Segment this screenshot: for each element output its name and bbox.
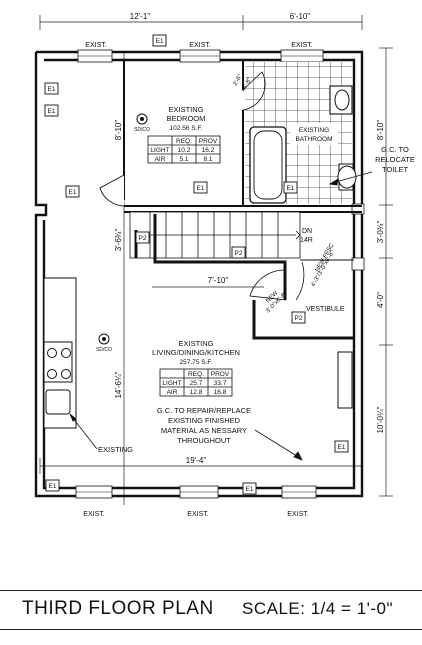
note-repair: EXISTING FINISHED: [168, 416, 241, 425]
smoke-detector-label: SD/CO: [134, 127, 150, 133]
note-repair: THROUGHOUT: [177, 436, 231, 445]
table-cell: LIGHT: [162, 380, 181, 387]
note-relocate-toilet: G.C. TO: [381, 145, 409, 154]
table-cell: AIR: [167, 389, 178, 396]
note-repair: MATERIAL AS NESSARY: [161, 426, 247, 435]
table-cell: 8.1: [203, 156, 212, 163]
smoke-detector-icon: [98, 333, 110, 345]
dim-right-top: 8'-10": [376, 120, 385, 141]
table-cell: LIGHT: [150, 147, 169, 154]
note-repair: G.C. TO REPAIR/REPLACE: [157, 406, 251, 415]
fpsc-door-swing: [295, 261, 305, 301]
kitchen-counter: [43, 277, 77, 429]
tag-e1: E1: [246, 486, 254, 493]
vestibule-walls: [252, 292, 354, 340]
floor-plan-drawing: 12'-1" 6'-10" 19'-4" 7'-10" 8'-10" 8'-10…: [34, 12, 415, 518]
window-label: EXIST.: [85, 42, 106, 49]
title-bar: THIRD FLOOR PLAN SCALE: 1/4 = 1'-0": [0, 590, 422, 630]
window-sashes: [76, 55, 323, 493]
table-header: PROV: [211, 371, 230, 378]
tag-e1: E1: [338, 444, 346, 451]
drawing-title: THIRD FLOOR PLAN: [22, 598, 214, 619]
tag-e1: E1: [48, 108, 56, 115]
note-relocate-toilet: TOILET: [382, 165, 409, 174]
tag-p2: P2: [139, 235, 147, 242]
tag-p2: P2: [295, 315, 303, 322]
bedroom-label: EXISTING: [168, 105, 203, 114]
dim-right-low: 10'-0¼": [376, 406, 385, 433]
dim-top-right: 6'-10": [290, 12, 311, 21]
table-cell: 10.2: [178, 147, 191, 154]
appliance: [337, 351, 353, 409]
drawing-scale: SCALE: 1/4 = 1'-0": [242, 599, 394, 618]
table-cell: 33.7: [214, 380, 227, 387]
window-label: EXIST.: [187, 511, 208, 518]
bathroom-label: BATHROOM: [295, 136, 332, 143]
window-label: EXIST.: [287, 511, 308, 518]
dim-top-left: 12'-1": [130, 12, 151, 21]
living-label: EXISTING: [178, 339, 213, 348]
table-cell: AIR: [155, 156, 166, 163]
window-label: EXIST.: [83, 511, 104, 518]
tag-e1: E1: [287, 185, 295, 192]
stair: [129, 211, 301, 259]
window-label: EXIST.: [291, 42, 312, 49]
table-cell: 12.8: [190, 389, 203, 396]
stair-risers: 14R: [300, 237, 313, 244]
tag-e1: E1: [69, 189, 77, 196]
table-cell: 5.1: [179, 156, 188, 163]
tag-e1: E1: [197, 185, 205, 192]
existing-cabinet-label: EXISTING: [98, 445, 133, 454]
bath-door-label: 2'-6": [233, 74, 244, 87]
stair-direction: DN: [302, 228, 312, 235]
living-label: LIVING/DINING/KITCHEN: [152, 348, 240, 357]
smoke-detector-label: SD/CO: [96, 347, 112, 353]
dim-right-mid1: 3'-0¾": [376, 221, 385, 244]
new-door-swing: [249, 269, 287, 301]
table-cell: 25.7: [190, 380, 203, 387]
living-table-grid: [159, 368, 233, 397]
table-header: PROV: [199, 138, 218, 145]
tag-p2: P2: [235, 250, 243, 257]
bedroom-door-swing: [99, 174, 125, 207]
dim-left-mid: 3'-6¾": [114, 229, 123, 252]
window-label: EXIST.: [189, 42, 210, 49]
table-cell: 16.2: [202, 147, 215, 154]
dim-right-mid2: 4'-0": [376, 292, 385, 308]
dim-left-low: 14'-6¼": [114, 371, 123, 398]
bedroom-label: BEDROOM: [167, 114, 206, 123]
table-header: REQ.: [176, 138, 192, 145]
tag-e1: E1: [156, 38, 164, 45]
bedroom-area: 102.56 S.F.: [170, 125, 203, 132]
table-header: REQ.: [188, 371, 204, 378]
bedroom-table-grid: [147, 135, 221, 164]
vestibule-label: VESTIBULE: [306, 306, 345, 313]
tag-e1: E1: [49, 483, 57, 490]
smoke-detector-icon: [136, 113, 148, 125]
dim-bottom: 19'-4": [186, 456, 207, 465]
table-cell: 16.8: [214, 389, 227, 396]
dim-stair-width: 7'-10": [208, 276, 229, 285]
leader-arrows: [69, 171, 373, 461]
living-area: 257.75 S.F.: [180, 359, 213, 366]
note-relocate-toilet: RELOCATE: [375, 155, 415, 164]
tag-boxes: [44, 34, 349, 495]
dim-left-top: 8'-10": [114, 120, 123, 141]
bathroom-label: EXISTING: [299, 127, 329, 134]
tag-e1: E1: [48, 86, 56, 93]
bath-door-swing: [242, 71, 266, 111]
